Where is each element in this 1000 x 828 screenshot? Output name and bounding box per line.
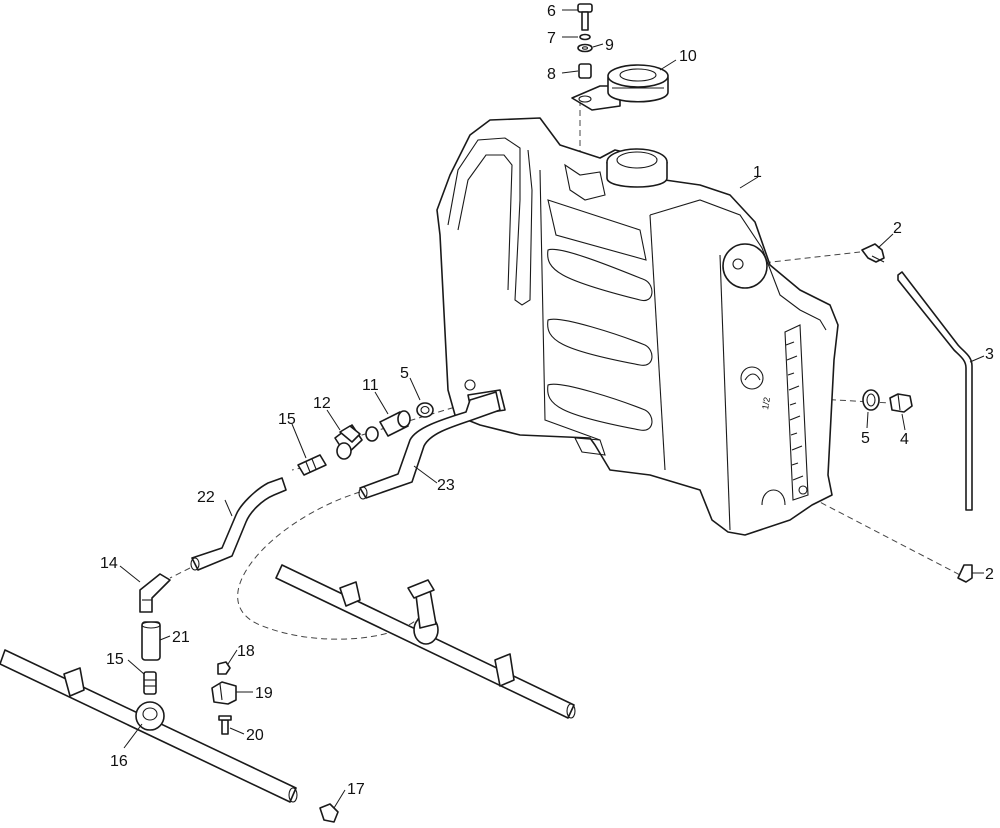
o-ring-side (862, 389, 880, 411)
assembly-line-fittings (351, 404, 463, 439)
leader-lines (119, 9, 985, 809)
adapter-fitting-11 (365, 410, 411, 442)
o-ring-front (416, 402, 434, 418)
callout-6: 6 (547, 3, 556, 20)
callout-10: 10 (679, 48, 697, 65)
boom-assembly-rear (275, 564, 576, 719)
end-cap-17 (319, 803, 339, 823)
washer-9 (577, 43, 593, 53)
hose-22 (190, 477, 287, 571)
callout-12: 12 (313, 395, 331, 412)
tank-graduation-marks (785, 341, 804, 481)
bolt-6 (577, 3, 593, 31)
spacer-8 (578, 63, 592, 79)
callout-7: 7 (547, 30, 556, 47)
callout-2-upper: 2 (893, 220, 902, 237)
elbow-14 (139, 573, 171, 613)
nut-18 (217, 661, 231, 675)
callout-3: 3 (985, 346, 994, 363)
callout-5-side: 5 (861, 430, 870, 447)
callout-11: 11 (362, 377, 379, 394)
callout-14: 14 (100, 555, 118, 572)
connector-tube-21 (141, 621, 161, 661)
clamp-19 (211, 681, 237, 705)
callout-8: 8 (547, 66, 556, 83)
callout-17: 17 (347, 781, 365, 798)
assembly-line-hose-23-route (237, 491, 426, 640)
callout-20: 20 (246, 727, 264, 744)
callout-2-lower: 2 (985, 566, 994, 583)
assembly-line-lower-fitting (811, 497, 963, 577)
callout-15-upper: 15 (278, 411, 296, 428)
callout-9: 9 (605, 37, 614, 54)
elbow-fitting-lower (957, 564, 973, 583)
screw-20 (218, 715, 232, 735)
callout-21: 21 (172, 629, 190, 646)
valve-12 (334, 424, 363, 460)
callout-18: 18 (237, 643, 255, 660)
assembly-line-elbow-14 (169, 567, 191, 579)
washer-7 (579, 33, 591, 41)
tank-level-marking: 1/2 (760, 396, 772, 410)
barb-fitting-upper (297, 454, 327, 476)
sight-tube (897, 271, 973, 511)
callout-15-lower: 15 (106, 651, 124, 668)
plug-4 (889, 393, 913, 413)
callout-5-front: 5 (400, 365, 409, 382)
callout-numbers: 1 2 2 3 4 5 5 6 7 8 9 10 11 12 14 15 15 … (100, 3, 994, 798)
barb-fitting-lower (143, 671, 157, 695)
tank-cap (571, 64, 669, 111)
callout-22: 22 (197, 489, 215, 506)
callout-19: 19 (255, 685, 273, 702)
callout-16: 16 (110, 753, 128, 770)
elbow-fitting-upper (861, 243, 885, 263)
boom-assembly-front (0, 649, 298, 803)
callout-4: 4 (900, 431, 909, 448)
callout-1: 1 (753, 164, 762, 181)
hose-23 (358, 391, 501, 500)
callout-23: 23 (437, 477, 455, 494)
tank: 1/2 (436, 117, 839, 536)
